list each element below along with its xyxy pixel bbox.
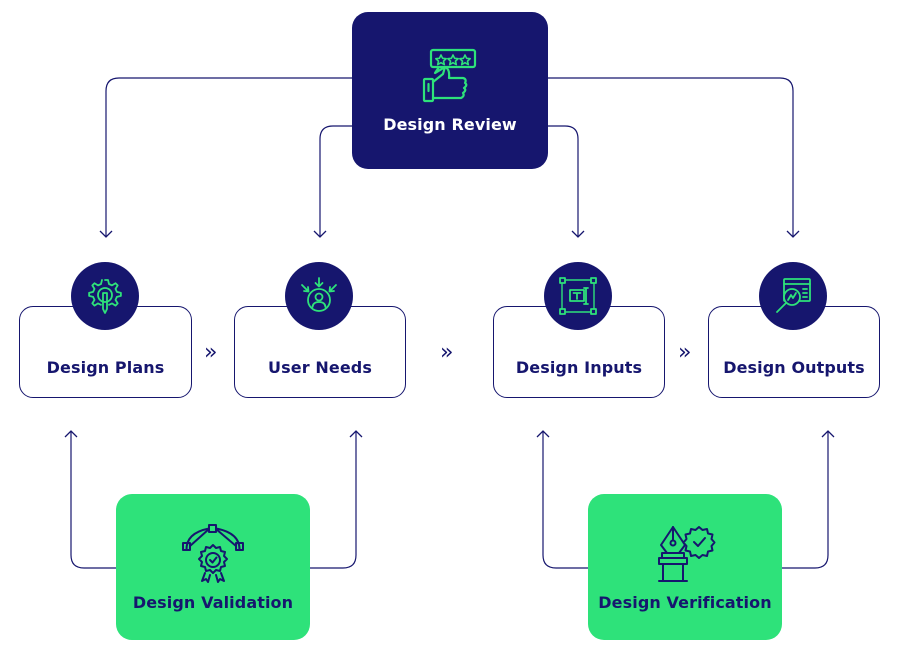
- gear-pencil-icon: [88, 279, 122, 314]
- design-inputs-badge: [544, 262, 612, 330]
- validation-to-needs-connector: [310, 430, 363, 569]
- flow-chevron-2: »: [440, 340, 454, 365]
- design-outputs-label: Design Outputs: [723, 358, 865, 377]
- pen-nib-check-icon: [658, 525, 716, 582]
- verification-to-inputs-connector: [536, 430, 588, 569]
- review-to-inputs-connector: [548, 125, 585, 238]
- design-validation-node: Design Validation: [116, 494, 310, 640]
- design-plans-label: Design Plans: [46, 358, 165, 377]
- search-report-icon: [776, 278, 811, 313]
- design-verification-label: Design Verification: [598, 592, 772, 612]
- text-frame-icon: [559, 277, 597, 315]
- thumbs-up-rating-icon: [422, 48, 477, 103]
- user-needs-label: User Needs: [268, 358, 372, 377]
- flow-chevron-1: »: [204, 340, 218, 365]
- review-to-needs-connector: [313, 125, 352, 238]
- design-validation-label: Design Validation: [132, 592, 294, 612]
- review-to-plans-connector: [99, 77, 352, 238]
- design-inputs-label: Design Inputs: [515, 358, 643, 377]
- design-outputs-badge: [759, 262, 827, 330]
- user-needs-badge: [285, 262, 353, 330]
- flow-chevron-3: »: [678, 340, 692, 365]
- design-review-node: Design Review: [352, 12, 548, 169]
- verification-to-outputs-connector: [782, 430, 835, 569]
- review-to-outputs-connector: [548, 77, 800, 238]
- validation-to-plans-connector: [64, 430, 116, 569]
- user-target-icon: [301, 277, 337, 312]
- design-plans-badge: [71, 262, 139, 330]
- design-review-label: Design Review: [383, 115, 517, 134]
- award-curve-icon: [182, 523, 244, 583]
- design-verification-node: Design Verification: [588, 494, 782, 640]
